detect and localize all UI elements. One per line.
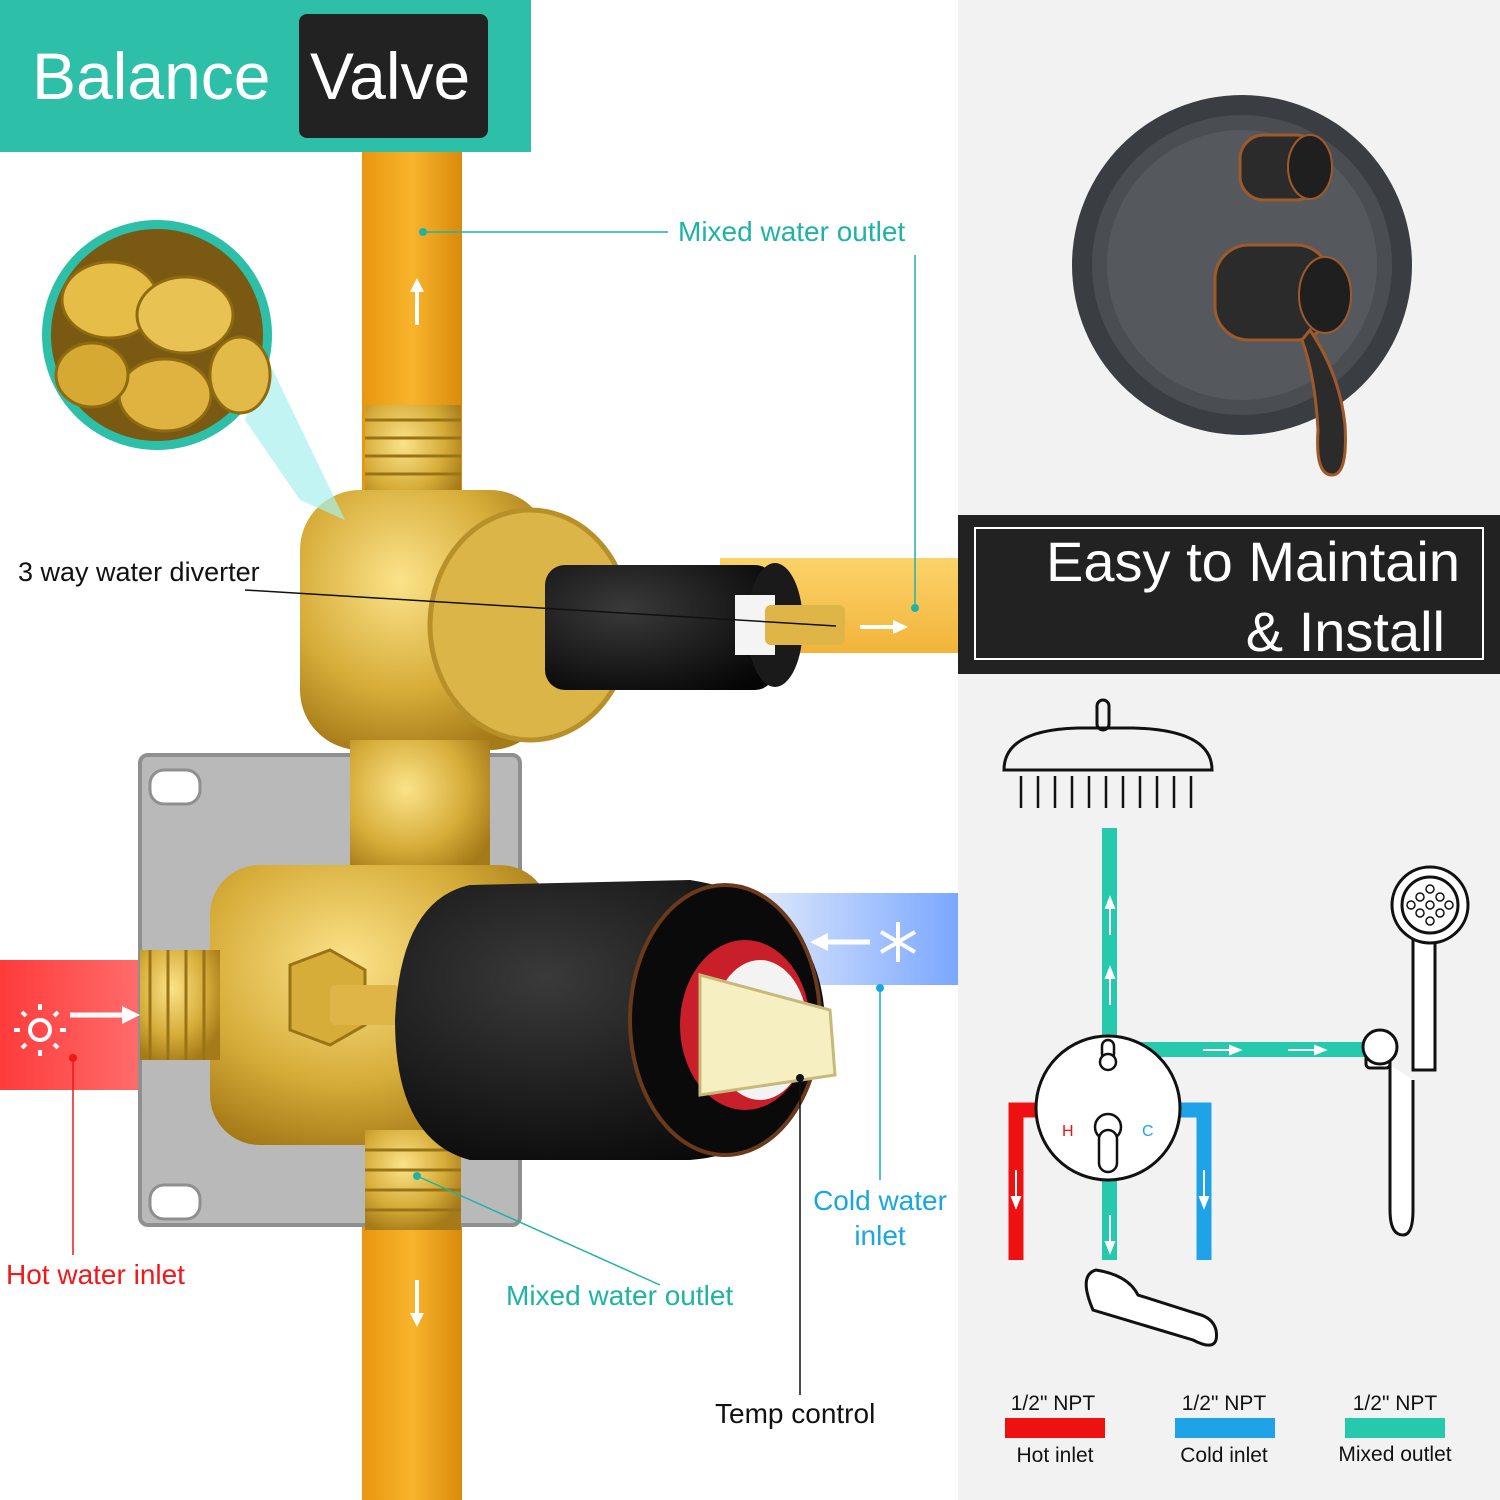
arrow-right-icon xyxy=(70,1006,140,1024)
valve-trim-icon xyxy=(1034,1034,1182,1182)
callout-mixed-outlet-top: Mixed water outlet xyxy=(678,216,906,247)
callout-temp-control: Temp control xyxy=(715,1398,876,1429)
sun-icon xyxy=(14,1004,66,1056)
callout-diverter: 3 way water diverter xyxy=(18,557,260,587)
legend-hot-spec: 1/2" NPT xyxy=(1010,1392,1096,1415)
legend-cold-swatch xyxy=(1175,1418,1275,1438)
legend-mixed-label: Mixed outlet xyxy=(1338,1443,1452,1466)
hand-shower-icon xyxy=(1361,865,1470,1237)
maintain-banner-frame xyxy=(974,527,1484,660)
arrow-down-icon xyxy=(410,1280,424,1327)
callout-cold-inlet-line2: inlet xyxy=(854,1220,906,1251)
snowflake-icon xyxy=(879,922,917,962)
arrow-left-icon xyxy=(810,933,870,951)
maintain-banner xyxy=(958,515,1500,674)
shower-nozzles xyxy=(1406,884,1454,926)
callout-hot-inlet: Hot water inlet xyxy=(6,1259,185,1290)
page-title-word1: Balance xyxy=(32,39,271,113)
title-highlight-box xyxy=(299,14,488,138)
valve-illustration xyxy=(0,150,958,1500)
legend-cold-spec: 1/2" NPT xyxy=(1181,1392,1267,1415)
callout-mixed-outlet-bottom: Mixed water outlet xyxy=(506,1280,734,1311)
legend-hot-swatch xyxy=(1005,1418,1105,1438)
banner-line-2: & Install xyxy=(1245,600,1445,663)
hot-mark: H xyxy=(1062,1123,1074,1140)
cold-mark: C xyxy=(1142,1123,1154,1140)
legend-mixed-spec: 1/2" NPT xyxy=(1352,1392,1438,1415)
legend-mixed-swatch xyxy=(1345,1418,1445,1438)
rain-shower-head-icon xyxy=(1002,698,1214,808)
plumbing-schematic xyxy=(1002,698,1470,1347)
tub-spout-icon xyxy=(1084,1268,1219,1347)
arrow-up-icon xyxy=(410,278,424,325)
legend-cold-label: Cold inlet xyxy=(1180,1444,1268,1467)
legend-hot-label: Hot inlet xyxy=(1016,1444,1094,1467)
banner-line-1: Easy to Maintain xyxy=(1046,530,1460,593)
callout-cold-inlet-line1: Cold water xyxy=(813,1185,947,1216)
trim-plate-image xyxy=(1072,95,1412,477)
page-title-word2: Valve xyxy=(310,39,471,113)
brass-rods-magnifier xyxy=(42,220,345,520)
arrow-right-icon xyxy=(860,620,908,634)
